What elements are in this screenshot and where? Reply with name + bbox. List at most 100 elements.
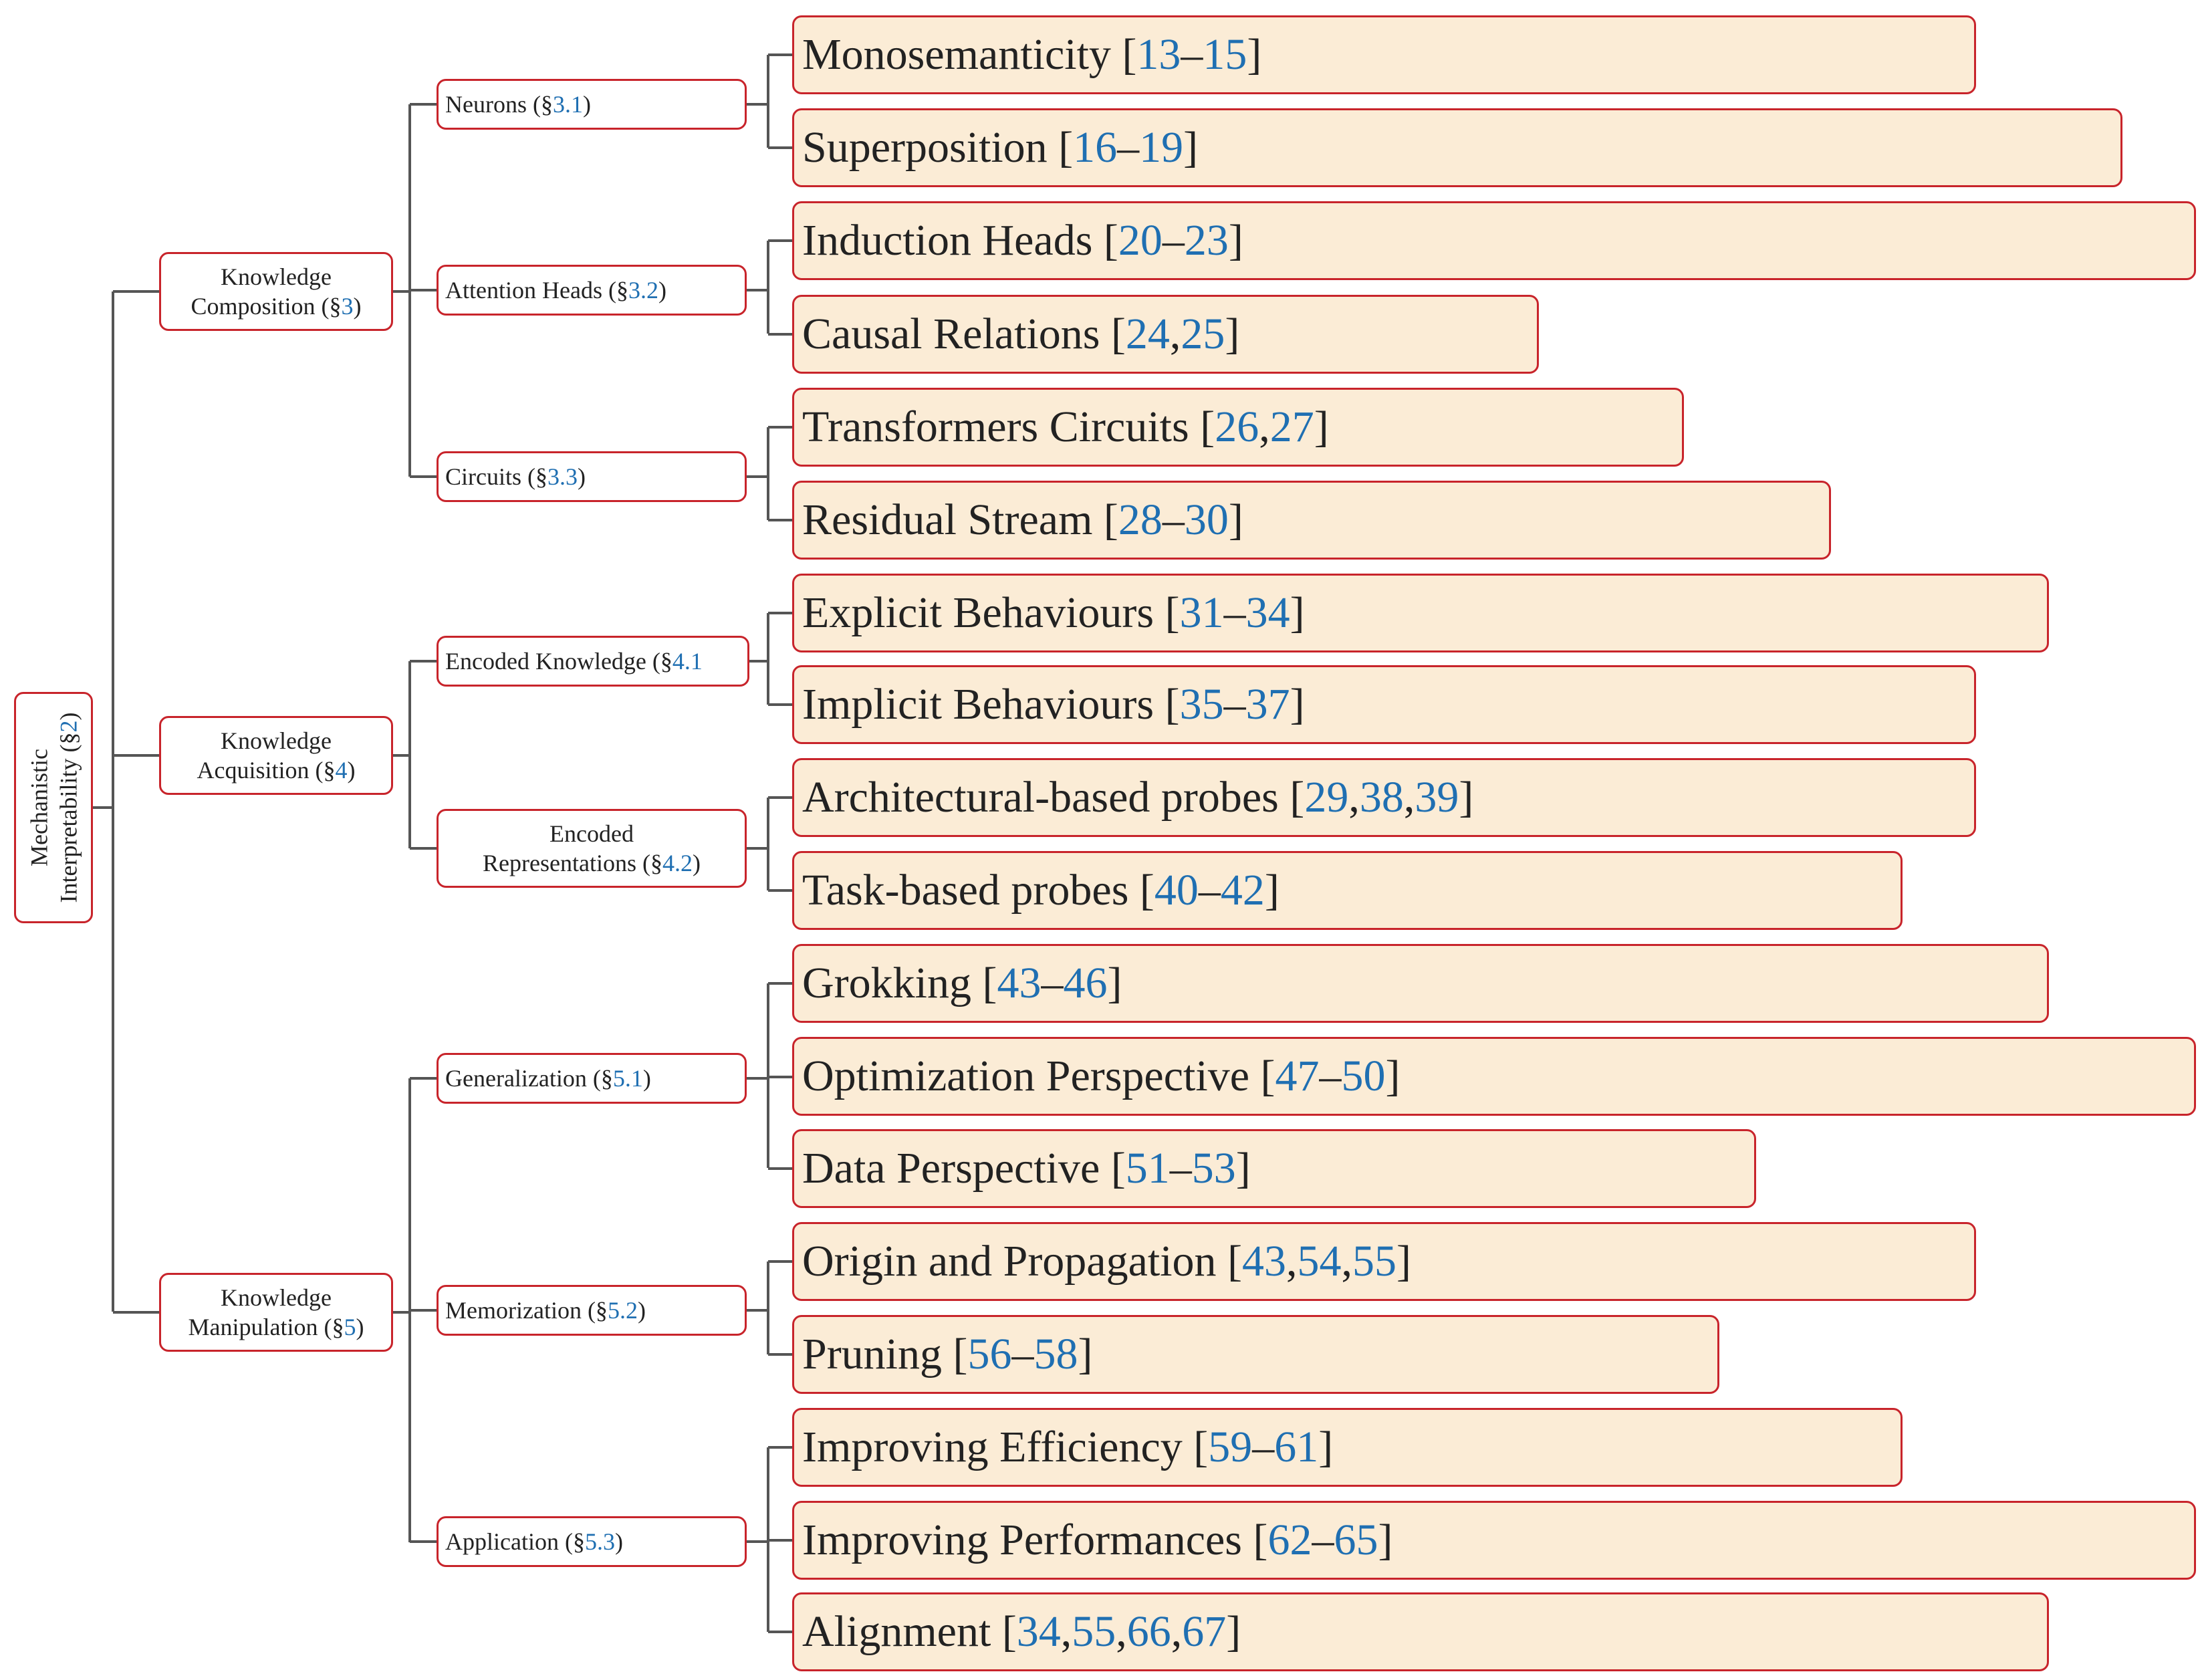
leaf-node: Improving Efficiency [59–61] xyxy=(792,1408,1903,1487)
connector-line xyxy=(410,103,437,106)
bracket-close: ] xyxy=(1235,1144,1251,1193)
ref-separator: , xyxy=(1116,1607,1127,1656)
leaf-label: Grokking [43–46] xyxy=(802,958,1122,1009)
bracket-open: [ xyxy=(1128,866,1154,915)
citation-link: 38 xyxy=(1359,773,1404,822)
leaf-label: Optimization Perspective [47–50] xyxy=(802,1051,1400,1102)
subcategory-label-close: ) xyxy=(658,277,666,304)
leaf-title: Improving Efficiency xyxy=(802,1423,1183,1471)
ref-separator: – xyxy=(1198,866,1221,915)
bracket-open: [ xyxy=(1100,310,1126,358)
bracket-close: ] xyxy=(1385,1052,1400,1100)
subcategory-label-text: Attention Heads (§ xyxy=(445,277,628,304)
citation-link: 39 xyxy=(1415,773,1459,822)
subcategory-label-line: Circuits (§3.3) xyxy=(445,463,586,491)
bracket-close: ] xyxy=(1264,866,1279,915)
citation-link: 54 xyxy=(1297,1237,1342,1286)
connector-line xyxy=(768,519,792,521)
leaf-label: Transformers Circuits [26,27] xyxy=(802,402,1329,453)
subcategory-label-close: ) xyxy=(577,463,586,490)
connector-line xyxy=(767,241,769,334)
citation-link: 30 xyxy=(1184,495,1229,544)
leaf-node: Monosemanticity [13–15] xyxy=(792,15,1976,94)
citation-link: 55 xyxy=(1352,1237,1397,1286)
connector-line xyxy=(747,1540,768,1543)
subcategory-label: Circuits (§3.3) xyxy=(445,463,586,491)
citation-link: 25 xyxy=(1181,310,1225,358)
category-label-line1: Knowledge xyxy=(221,1284,332,1311)
connector-line xyxy=(767,55,769,148)
subcategory-label: Attention Heads (§3.2) xyxy=(445,276,666,304)
section-ref: 3.1 xyxy=(552,91,583,118)
bracket-open: [ xyxy=(971,959,997,1007)
leaf-label: Data Perspective [51–53] xyxy=(802,1143,1251,1194)
connector-line xyxy=(768,1446,792,1449)
connector-line xyxy=(408,661,411,848)
citation-link: 61 xyxy=(1274,1423,1319,1471)
leaf-node: Architectural-based probes [29,38,39] xyxy=(792,758,1976,837)
subcategory-label-line: Memorization (§5.2) xyxy=(445,1296,646,1324)
citation-link: 42 xyxy=(1220,866,1265,915)
leaf-node: Explicit Behaviours [31–34] xyxy=(792,574,2049,652)
connector-line xyxy=(410,289,437,291)
leaf-title: Pruning xyxy=(802,1330,943,1378)
ref-separator: – xyxy=(1041,959,1064,1007)
subcategory-label: Generalization (§5.1) xyxy=(445,1064,651,1092)
connector-line xyxy=(768,703,792,706)
connector-line xyxy=(393,290,410,293)
category-label-close: ) xyxy=(353,293,362,320)
subcategory-label-close: ) xyxy=(637,1297,646,1324)
connector-line xyxy=(747,103,768,106)
leaf-label: Task-based probes [40–42] xyxy=(802,865,1279,916)
ref-separator: – xyxy=(1011,1330,1034,1378)
bracket-open: [ xyxy=(1182,1423,1209,1471)
ref-separator: – xyxy=(1117,123,1140,172)
root-label-text: Interpretability (§ xyxy=(55,732,82,903)
citation-link: 28 xyxy=(1118,495,1163,544)
category-label-text: Manipulation (§ xyxy=(188,1314,344,1340)
ref-separator: – xyxy=(1181,30,1203,79)
connector-line xyxy=(768,239,792,242)
subcategory-label: Neurons (§3.1) xyxy=(445,90,591,118)
root-label-line2: Interpretability (§2) xyxy=(53,713,83,903)
citation-link: 46 xyxy=(1063,959,1108,1007)
subcategory-label: Encoded Knowledge (§4.1 xyxy=(445,647,703,675)
category-label-text: Composition (§ xyxy=(191,293,342,320)
citation-link: 56 xyxy=(967,1330,1012,1378)
citation-link: 40 xyxy=(1154,866,1199,915)
subcategory-node: Neurons (§3.1) xyxy=(437,79,747,130)
bracket-close: ] xyxy=(1378,1516,1393,1564)
subcategory-label-line: Representations (§4.2) xyxy=(483,848,701,878)
connector-line xyxy=(393,1311,410,1314)
bracket-close: ] xyxy=(1228,216,1243,265)
leaf-title: Induction Heads xyxy=(802,216,1093,265)
ref-separator: , xyxy=(1348,773,1360,822)
connector-line xyxy=(768,1076,792,1078)
connector-line xyxy=(767,427,769,520)
bracket-open: [ xyxy=(1278,773,1305,822)
connector-line xyxy=(768,53,792,56)
connector-line xyxy=(410,660,437,663)
bracket-close: ] xyxy=(1290,588,1305,637)
leaf-node: Data Perspective [51–53] xyxy=(792,1129,1756,1208)
connector-line xyxy=(410,1077,437,1080)
category-label-line1: Knowledge xyxy=(221,727,332,754)
leaf-node: Implicit Behaviours [35–37] xyxy=(792,665,1976,744)
bracket-close: ] xyxy=(1318,1423,1334,1471)
leaf-title: Task-based probes xyxy=(802,866,1129,915)
leaf-node: Task-based probes [40–42] xyxy=(792,851,1903,930)
connector-line xyxy=(410,1540,437,1543)
category-label-line2: Manipulation (§5) xyxy=(189,1312,364,1342)
bracket-open: [ xyxy=(1241,1516,1268,1564)
connector-line xyxy=(768,146,792,149)
bracket-open: [ xyxy=(1110,30,1137,79)
citation-link: 43 xyxy=(997,959,1042,1007)
connector-line xyxy=(768,1260,792,1263)
ref-separator: – xyxy=(1169,1144,1192,1193)
ref-separator: , xyxy=(1341,1237,1353,1286)
